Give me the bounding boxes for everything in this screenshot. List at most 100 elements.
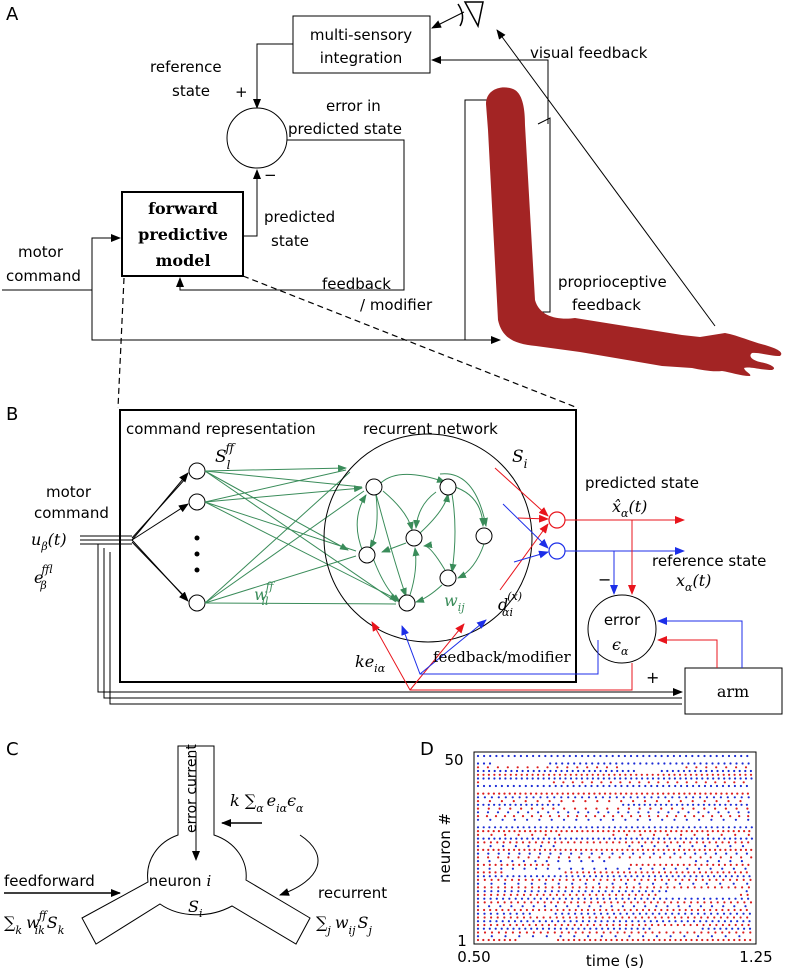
spike-mark	[668, 784, 671, 788]
spike-mark	[494, 784, 497, 788]
spike-mark	[740, 897, 743, 900]
spike-mark	[476, 762, 480, 765]
spike-mark	[740, 803, 743, 806]
spike-mark	[490, 886, 493, 889]
raster-row	[476, 852, 749, 855]
spike-mark	[497, 848, 500, 852]
spike-mark	[622, 803, 625, 806]
spike-mark	[659, 863, 662, 867]
spike-mark	[680, 830, 683, 833]
spike-mark	[734, 754, 737, 758]
spike-mark	[695, 938, 698, 942]
spike-mark	[540, 845, 543, 848]
spike-mark	[567, 796, 570, 799]
spike-mark	[503, 815, 507, 818]
spike-mark	[509, 837, 512, 840]
spike-mark	[639, 833, 642, 837]
spike-mark	[717, 777, 720, 780]
spike-mark	[601, 927, 604, 930]
raster-row	[476, 762, 750, 765]
spike-mark	[711, 773, 714, 776]
spike-mark	[588, 792, 591, 795]
spike-mark	[726, 916, 729, 919]
spike-mark	[669, 841, 673, 844]
forward-model-label-1: forward	[148, 199, 218, 218]
spike-mark	[729, 856, 733, 859]
spike-mark	[684, 815, 687, 818]
spike-mark	[530, 784, 533, 788]
spike-mark	[523, 867, 526, 870]
spike-mark	[521, 841, 525, 844]
spike-mark	[605, 871, 608, 874]
spike-mark	[673, 773, 676, 776]
spike-mark	[723, 863, 727, 867]
spike-mark	[577, 792, 580, 795]
spike-mark	[601, 852, 604, 855]
spike-mark	[552, 803, 555, 806]
spike-mark	[559, 837, 562, 840]
spike-mark	[612, 875, 615, 878]
spike-mark	[476, 920, 480, 923]
spike-mark	[628, 845, 631, 848]
spike-mark	[655, 905, 658, 908]
spike-mark	[630, 792, 633, 795]
spike-mark	[494, 927, 497, 930]
spike-mark	[674, 938, 677, 942]
spike-mark	[624, 818, 627, 821]
reference-label-1: reference	[150, 58, 222, 76]
spike-mark	[637, 811, 640, 814]
spike-mark	[729, 912, 732, 915]
spike-mark	[699, 856, 702, 859]
spike-mark	[664, 830, 668, 833]
spike-mark	[705, 762, 708, 765]
spike-mark	[627, 897, 630, 900]
spike-mark	[727, 811, 730, 814]
spike-mark	[734, 886, 737, 889]
spike-mark	[701, 777, 704, 780]
spike-mark	[697, 912, 700, 915]
spike-mark	[610, 905, 613, 908]
predicted-state-b-label: predicted state	[585, 474, 699, 492]
spike-mark	[568, 916, 572, 919]
spike-mark	[592, 886, 595, 889]
spike-mark	[590, 897, 593, 900]
spike-mark	[676, 841, 679, 844]
spike-mark	[709, 867, 712, 870]
spike-mark	[548, 800, 551, 803]
spike-mark	[611, 908, 614, 912]
spike-mark	[608, 796, 612, 799]
spike-mark	[583, 875, 586, 878]
model-to-comparator-arrow	[243, 169, 261, 237]
spike-mark	[593, 754, 596, 758]
spike-mark	[707, 833, 710, 837]
spike-mark	[703, 848, 706, 852]
spike-mark	[735, 931, 738, 934]
spike-mark	[679, 938, 682, 942]
spike-mark	[599, 841, 602, 844]
spike-mark	[697, 935, 700, 938]
spike-mark	[684, 777, 688, 780]
forward-model-box	[121, 191, 244, 277]
spike-mark	[628, 871, 632, 874]
spike-mark	[535, 867, 538, 870]
spike-mark	[476, 912, 480, 915]
spike-mark	[580, 912, 583, 915]
spike-mark	[536, 901, 540, 904]
spike-mark	[548, 777, 551, 780]
spike-mark	[540, 792, 543, 795]
recurrent-neuron-3	[405, 529, 423, 547]
spike-mark	[476, 871, 480, 874]
spike-mark	[538, 848, 542, 852]
spike-mark	[501, 754, 504, 758]
spike-mark	[594, 875, 598, 878]
spike-mark	[509, 807, 512, 810]
spike-mark	[536, 893, 539, 897]
spike-mark	[550, 908, 553, 912]
spike-mark	[510, 905, 513, 908]
spike-mark	[579, 826, 582, 829]
spike-mark	[716, 769, 719, 773]
spike-mark	[502, 848, 505, 852]
spike-mark	[544, 882, 547, 885]
spike-mark	[476, 901, 480, 904]
spike-mark	[645, 762, 648, 765]
